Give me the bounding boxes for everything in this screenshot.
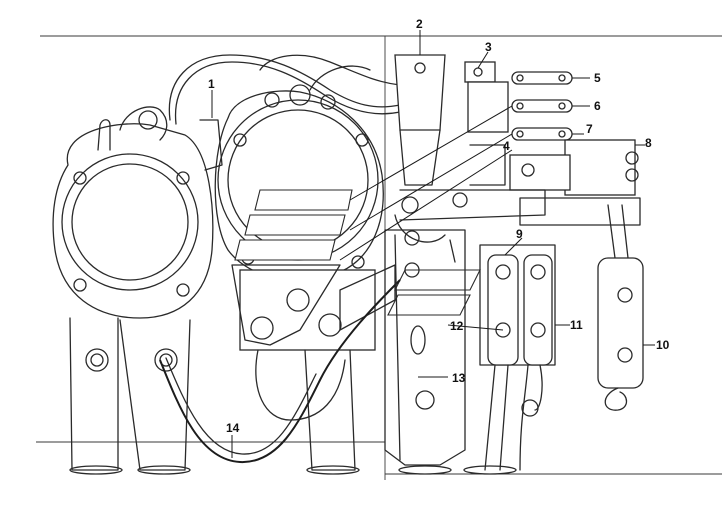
callout-4: 4 — [503, 139, 510, 153]
callout-8: 8 — [645, 136, 652, 150]
cable-14 — [159, 279, 401, 464]
bracket-13 — [384, 229, 466, 475]
callout-7: 7 — [586, 122, 593, 136]
callout-9: 9 — [516, 227, 523, 241]
callout-14: 14 — [226, 421, 240, 435]
left-round-housing — [52, 106, 223, 319]
leader-lines — [211, 30, 655, 458]
callout-labels: 1 2 3 4 5 6 7 8 9 10 11 12 13 14 — [208, 17, 670, 435]
callout-1: 1 — [208, 77, 215, 91]
callout-6: 6 — [594, 99, 601, 113]
callout-3: 3 — [485, 40, 492, 54]
wire-harness-top — [168, 54, 401, 125]
callout-12: 12 — [450, 319, 464, 333]
callout-5: 5 — [594, 71, 601, 85]
center-base — [239, 269, 376, 475]
terminal-block — [463, 244, 556, 475]
component-10 — [597, 204, 644, 411]
callout-10: 10 — [656, 338, 670, 352]
callout-11: 11 — [570, 318, 583, 332]
upper-right-components — [394, 54, 641, 243]
left-support-legs — [69, 317, 191, 475]
callout-2: 2 — [416, 17, 423, 31]
callout-13: 13 — [452, 371, 466, 385]
